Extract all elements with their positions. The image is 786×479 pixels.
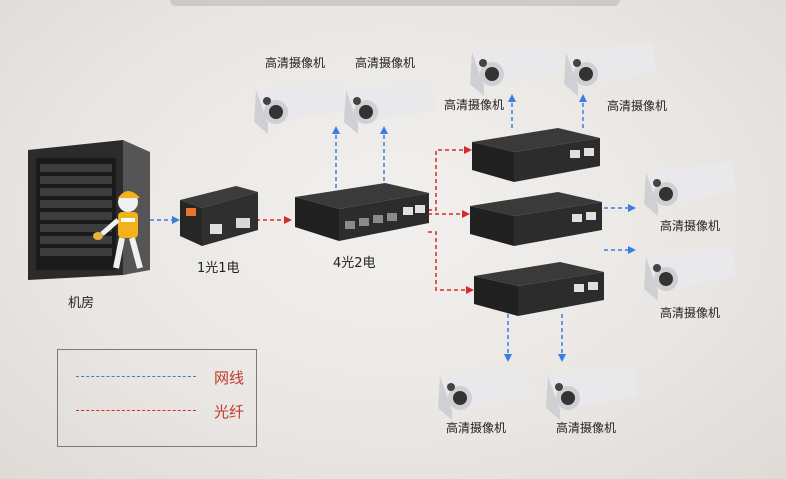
camera-6-label: 高清摄像机 (660, 306, 721, 320)
switch-top (472, 128, 602, 184)
top-banner-strip (170, 0, 620, 6)
server-room-label: 机房 (68, 296, 95, 311)
converter-label: 1光1电 (197, 261, 240, 276)
camera-8 (542, 362, 642, 424)
server-rack (28, 140, 158, 290)
camera-5-label: 高清摄像机 (660, 219, 721, 233)
media-converter (180, 186, 260, 248)
legend-fiber-label: 光纤 (214, 403, 245, 421)
switch-middle (470, 192, 604, 248)
camera-7-label: 高清摄像机 (446, 421, 507, 435)
camera-7 (434, 362, 534, 424)
main-switch-label: 4光2电 (333, 256, 376, 271)
switch-bottom (474, 262, 606, 318)
camera-2 (340, 76, 440, 138)
legend: 网线 光纤 (57, 349, 257, 447)
camera-6 (640, 243, 740, 305)
camera-2-label: 高清摄像机 (355, 56, 416, 70)
camera-3-label: 高清摄像机 (444, 98, 505, 112)
camera-1-label: 高清摄像机 (265, 56, 326, 70)
camera-8-label: 高清摄像机 (556, 421, 617, 435)
fiber-to-switch-bottom (428, 231, 474, 294)
camera-1 (250, 76, 350, 138)
legend-fiber-swatch (76, 410, 196, 411)
camera-4 (560, 38, 660, 100)
camera-5 (640, 158, 740, 220)
fiber-to-switch-top (428, 146, 472, 211)
legend-network-cable-label: 网线 (214, 369, 245, 387)
camera-4-label: 高清摄像机 (607, 99, 668, 113)
camera-3 (466, 38, 566, 100)
main-switch (295, 183, 430, 243)
legend-network-cable-swatch (76, 376, 196, 377)
